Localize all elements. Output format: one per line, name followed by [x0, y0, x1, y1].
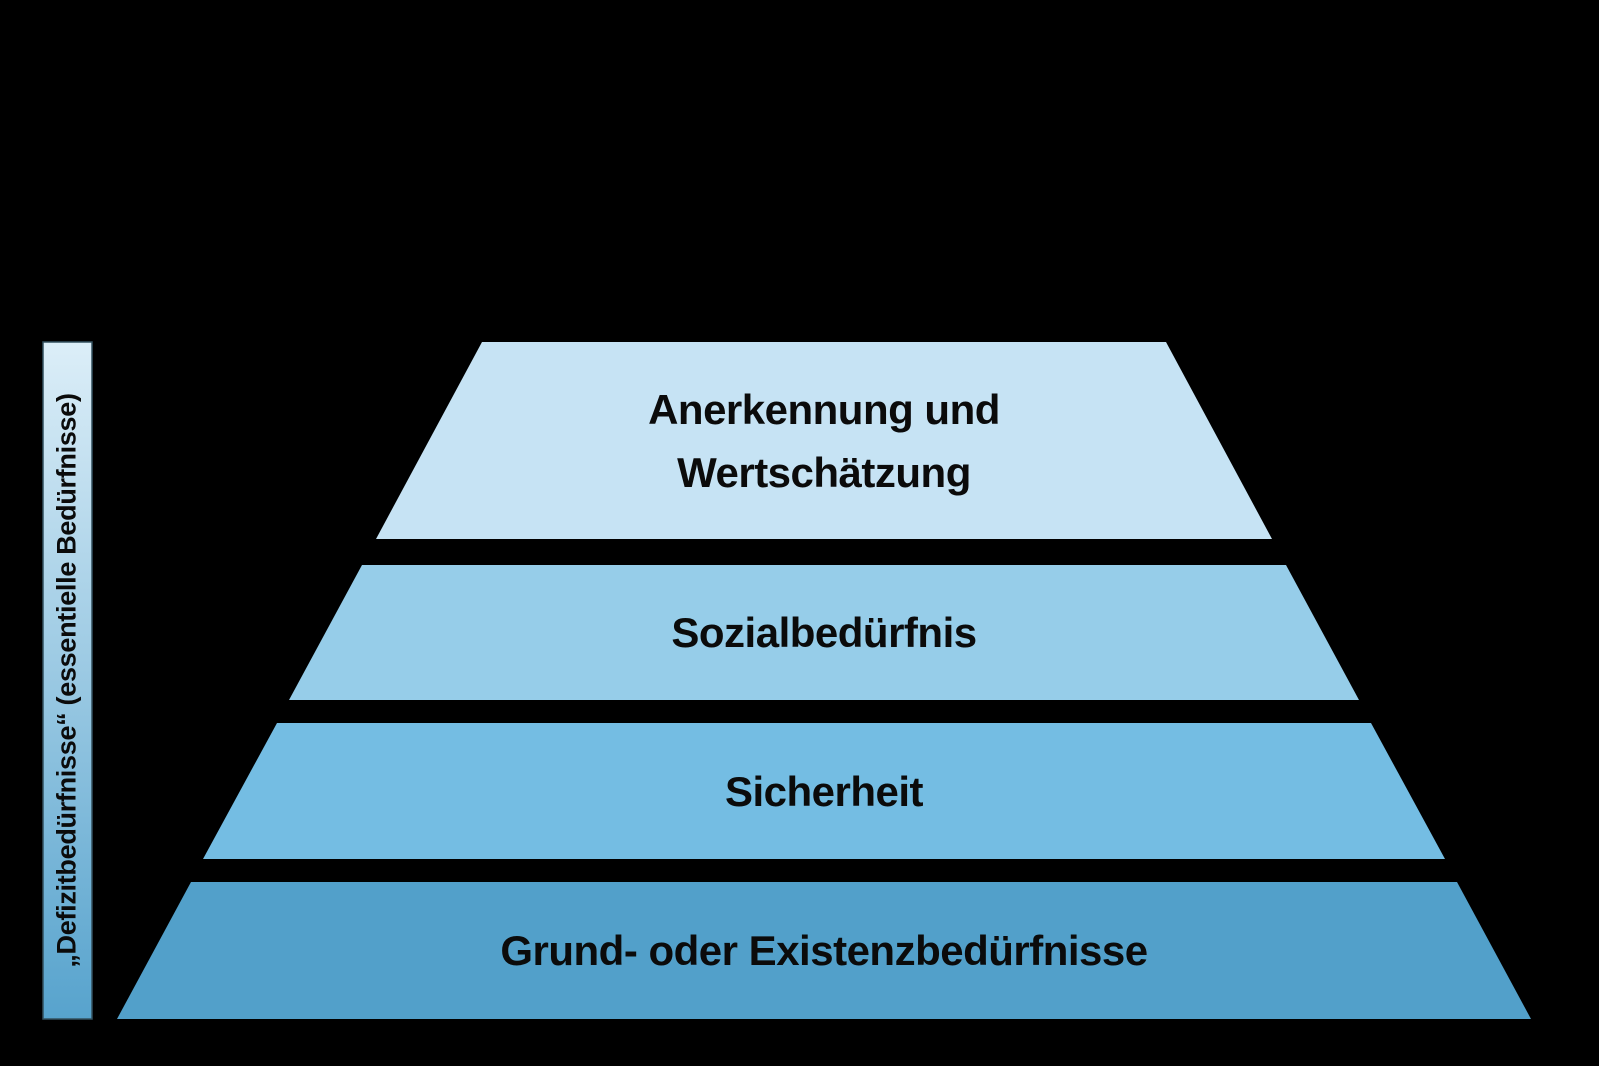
pyramid-level-sicherheit-shape [203, 723, 1445, 859]
pyramid-level-anerkennung-shape [376, 342, 1272, 539]
pyramid-level-grundbeduerfnisse-shape [117, 882, 1531, 1019]
side-banner-shape [42, 341, 93, 1020]
pyramid-level-sozialbeduerfnis-shape [289, 565, 1359, 700]
